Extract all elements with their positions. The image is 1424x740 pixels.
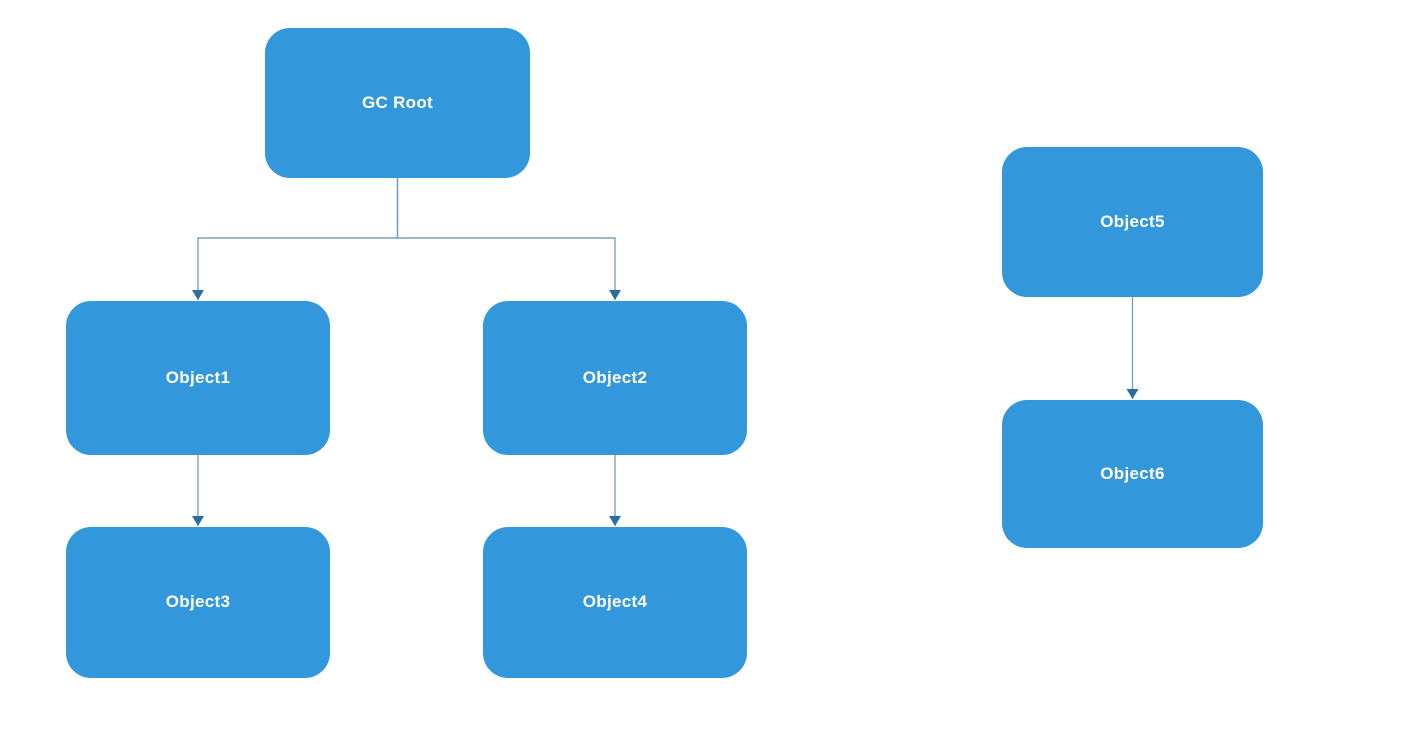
node-label: Object1 [165, 367, 231, 387]
edge-gc-root-to-object1 [192, 178, 399, 300]
node-label: Object6 [1100, 463, 1165, 483]
node-object2: Object2 [483, 301, 747, 455]
node-label: Object4 [582, 592, 648, 612]
node-object5: Object5 [1002, 147, 1263, 297]
node-label: GC Root [361, 92, 434, 112]
node-label: Object2 [582, 367, 648, 387]
edge-gc-root-to-object2 [396, 178, 621, 300]
node-label: Object5 [1100, 211, 1165, 231]
node-object3: Object3 [66, 527, 330, 678]
node-object4: Object4 [483, 527, 747, 678]
node-object1: Object1 [66, 301, 330, 455]
node-label: Object3 [165, 592, 231, 612]
node-object6: Object6 [1002, 400, 1263, 548]
node-gc-root: GC Root [265, 28, 530, 178]
